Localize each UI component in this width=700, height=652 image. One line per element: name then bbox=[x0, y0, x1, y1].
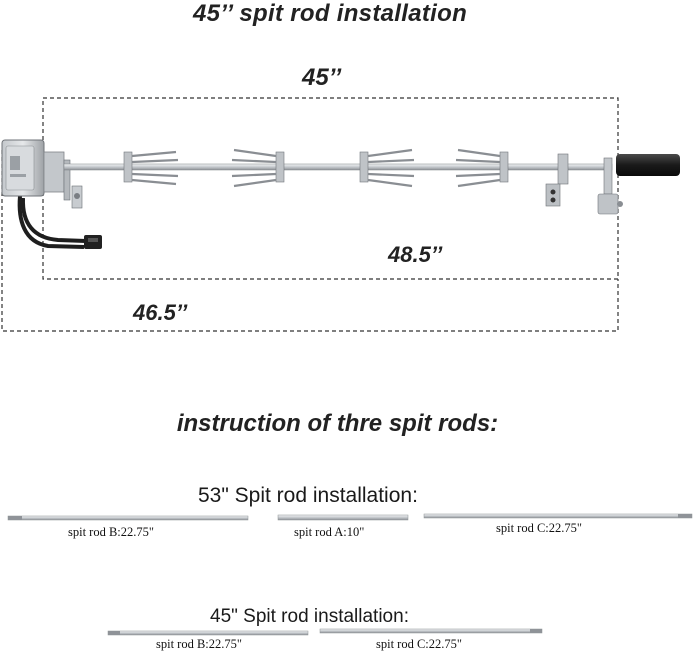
right-bracket bbox=[545, 153, 623, 215]
outer-dimension-outline bbox=[1, 150, 619, 332]
diagram-title: 45’’ spit rod installation bbox=[192, 0, 468, 27]
power-cord bbox=[17, 195, 102, 249]
rod-45-c bbox=[319, 628, 543, 634]
meat-fork-2 bbox=[231, 148, 285, 188]
instruction-heading: instruction of thre spit rods: bbox=[176, 410, 499, 437]
rod-handle bbox=[616, 154, 680, 176]
left-bracket bbox=[63, 159, 83, 209]
rod-53-a-label: spit rod A:10" bbox=[294, 525, 365, 539]
dimension-label-46-5: 46.5’’ bbox=[133, 300, 188, 325]
rod-53-c-label: spit rod C:22.75" bbox=[496, 521, 583, 535]
rod-45-c-label: spit rod C:22.75" bbox=[376, 637, 463, 651]
meat-fork-4 bbox=[455, 148, 509, 188]
config-53-title: 53" Spit rod installation: bbox=[198, 484, 418, 507]
rod-53-c bbox=[423, 513, 693, 519]
rod-53-b bbox=[7, 515, 249, 521]
dimension-label-48-5: 48.5’’ bbox=[388, 242, 443, 267]
meat-fork-3 bbox=[359, 148, 415, 188]
rod-53-b-label: spit rod B:22.75" bbox=[68, 525, 155, 539]
rod-45-b-label: spit rod B:22.75" bbox=[156, 637, 243, 651]
config-45-title: 45" Spit rod installation: bbox=[210, 606, 409, 627]
dimension-label-45: 45’’ bbox=[302, 64, 342, 91]
motor-box bbox=[1, 139, 65, 197]
meat-fork-1 bbox=[123, 150, 179, 186]
rod-53-a bbox=[277, 514, 409, 521]
rod-45-b bbox=[107, 630, 309, 636]
